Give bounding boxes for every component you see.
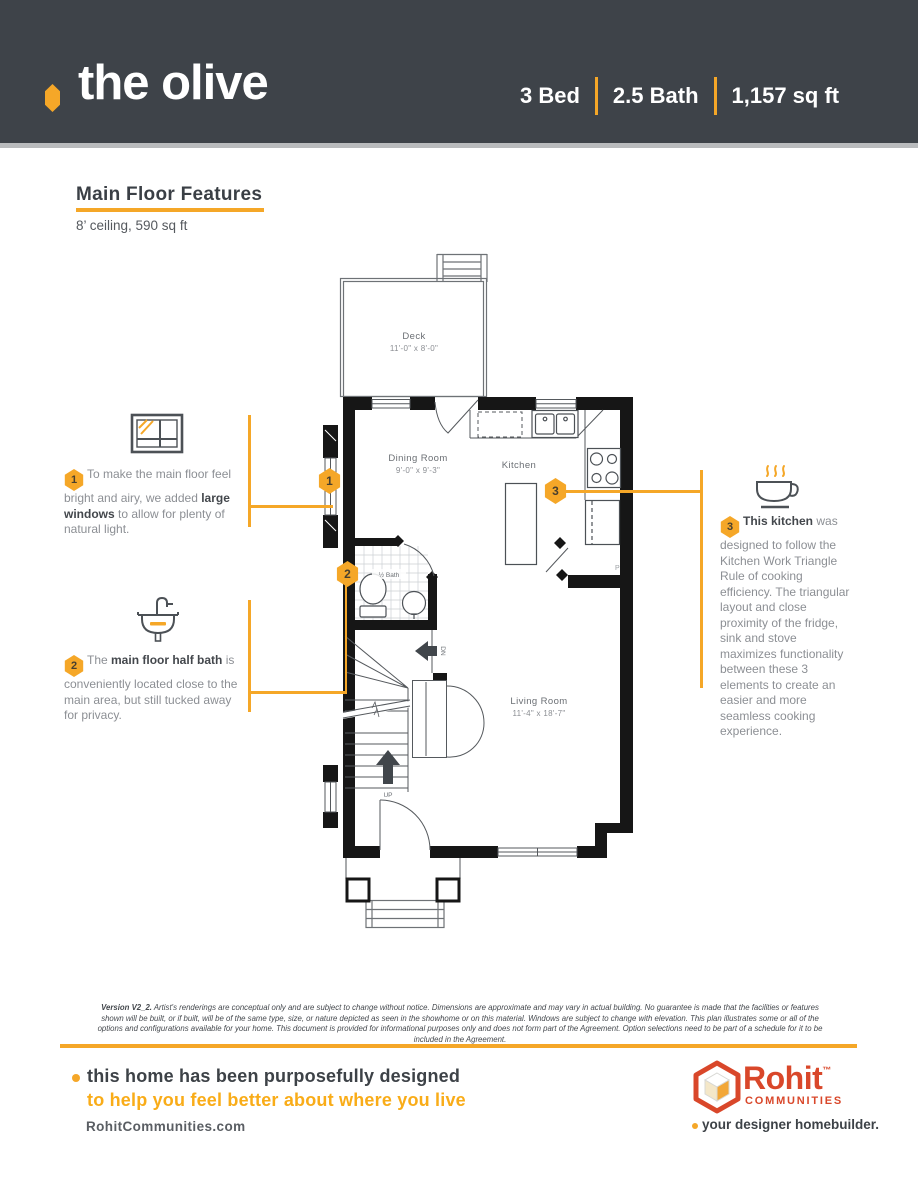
connector-3-horizontal <box>565 490 702 493</box>
porch-steps <box>366 900 444 928</box>
spec-separator <box>594 77 598 115</box>
callout-3-bold: This kitchen <box>743 514 814 528</box>
front-door <box>379 799 431 851</box>
spec-list: 3 Bed 2.5 Bath 1,157 sq ft <box>520 77 839 115</box>
footer-tagline-2: to help you feel better about where you … <box>87 1090 466 1110</box>
plan-badge-3: 3 <box>544 478 567 504</box>
header-band: the olive 3 Bed 2.5 Bath 1,157 sq ft <box>0 0 918 148</box>
callout-1-text-end: to allow for plenty of natural light. <box>64 506 225 537</box>
bath-sink <box>401 590 427 619</box>
deck-label: Deck <box>402 331 425 342</box>
deck-dims: 11'-0" x 8'-0" <box>390 344 438 353</box>
spec-sqft: 1,157 sq ft <box>731 83 840 108</box>
connector-1-vertical <box>248 415 251 527</box>
bath-label-bg <box>372 569 406 579</box>
coffee-cup-icon <box>756 465 799 509</box>
deck-stairs <box>436 253 488 282</box>
plan-badge-1: 1 <box>318 468 341 494</box>
porch-post <box>345 877 371 903</box>
callout-2-badge: 2 <box>64 655 84 677</box>
stair-dn-label: DN <box>439 646 446 656</box>
patio-door <box>434 399 479 434</box>
website-link[interactable]: RohitCommunities.com <box>86 1119 246 1134</box>
callout-3-badge: 3 <box>720 516 740 538</box>
bath-door-stops <box>392 535 438 583</box>
stove <box>586 447 622 489</box>
plan-title: the olive <box>78 56 269 110</box>
front-porch <box>345 858 461 929</box>
section-title: Main Floor Features <box>76 184 263 205</box>
callout-1-bold: large windows <box>64 491 230 521</box>
footer-tagline-1: this home has been purposefully designed <box>87 1066 461 1086</box>
porch-post <box>435 877 461 903</box>
disclaimer: Version V2_2. Artist's renderings are co… <box>90 1003 830 1045</box>
dishwasher <box>477 411 523 438</box>
toilet <box>359 573 387 618</box>
kitchen-sink <box>531 409 579 439</box>
dining-dims: 9'-0" x 9'-3" <box>396 466 440 475</box>
trademark-symbol: ™ <box>822 1065 831 1075</box>
spec-separator <box>713 77 717 115</box>
stair-dn-arrow <box>415 641 437 661</box>
bullet-dot-icon <box>692 1123 698 1129</box>
pantry-door <box>545 547 569 573</box>
plan-badge-2: 2 <box>336 561 359 587</box>
connector-2-vertical <box>248 600 251 712</box>
callout-3-text-end: was designed to follow the Kitchen Work … <box>720 514 850 738</box>
stair-up-label: UP <box>383 792 392 799</box>
spec-beds: 3 Bed <box>520 83 580 108</box>
closet <box>412 680 485 758</box>
section-underline <box>76 208 264 212</box>
spec-baths: 2.5 Bath <box>612 83 699 108</box>
windows <box>371 399 578 857</box>
section-subtitle: 8’ ceiling, 590 sq ft <box>76 218 188 233</box>
callout-2-text: The <box>87 653 112 667</box>
left-box-window-lower <box>323 765 338 828</box>
door-stops <box>554 537 568 581</box>
connector-2-horizontal <box>248 691 347 694</box>
bullet-dot-icon <box>72 1074 80 1082</box>
sink-icon <box>137 596 179 642</box>
disclaimer-version: Version V2_2. <box>101 1003 152 1012</box>
stair-up-arrow <box>376 750 400 784</box>
window-icon <box>130 413 184 454</box>
dining-label: Dining Room <box>388 453 447 464</box>
connector-2-badge-drop <box>344 574 347 693</box>
callout-1-text: To make the main floor feel bright and a… <box>64 467 232 505</box>
designer-homebuilder-tagline: your designer homebuilder. <box>702 1117 880 1132</box>
deck-outline <box>339 253 488 398</box>
olive-hexagon-icon <box>45 84 60 112</box>
connector-3-vertical <box>700 470 703 688</box>
kitchen-label: Kitchen <box>502 460 537 471</box>
bath-door <box>403 543 435 577</box>
disclaimer-text: Artist's renderings are conceptual only … <box>97 1003 823 1044</box>
stair-break-line <box>342 699 411 719</box>
pantry-label: P <box>615 565 620 572</box>
kitchen-island <box>504 482 538 566</box>
living-label: Living Room <box>510 696 567 707</box>
rohit-wordmark: Rohit™ <box>743 1060 831 1096</box>
half-bath-label: ½ Bath <box>379 571 400 579</box>
rohit-cube-logo-icon <box>693 1060 741 1114</box>
floor-plan: DN UP <box>323 253 633 929</box>
footer-divider <box>60 1044 857 1048</box>
callout-2-text-end: is conveniently located close to the mai… <box>64 653 238 722</box>
kitchen-counter <box>469 409 604 500</box>
interior-walls <box>345 535 620 758</box>
fridge <box>584 499 621 546</box>
connector-1-horizontal <box>248 505 333 508</box>
winder-treads <box>344 635 409 689</box>
exterior-walls <box>343 397 633 858</box>
callout-2-bold: main floor half bath <box>111 653 223 667</box>
rohit-communities-label: COMMUNITIES <box>745 1095 844 1107</box>
callout-1-badge: 1 <box>64 469 84 491</box>
living-dims: 11'-4" x 18'-7" <box>512 709 565 718</box>
